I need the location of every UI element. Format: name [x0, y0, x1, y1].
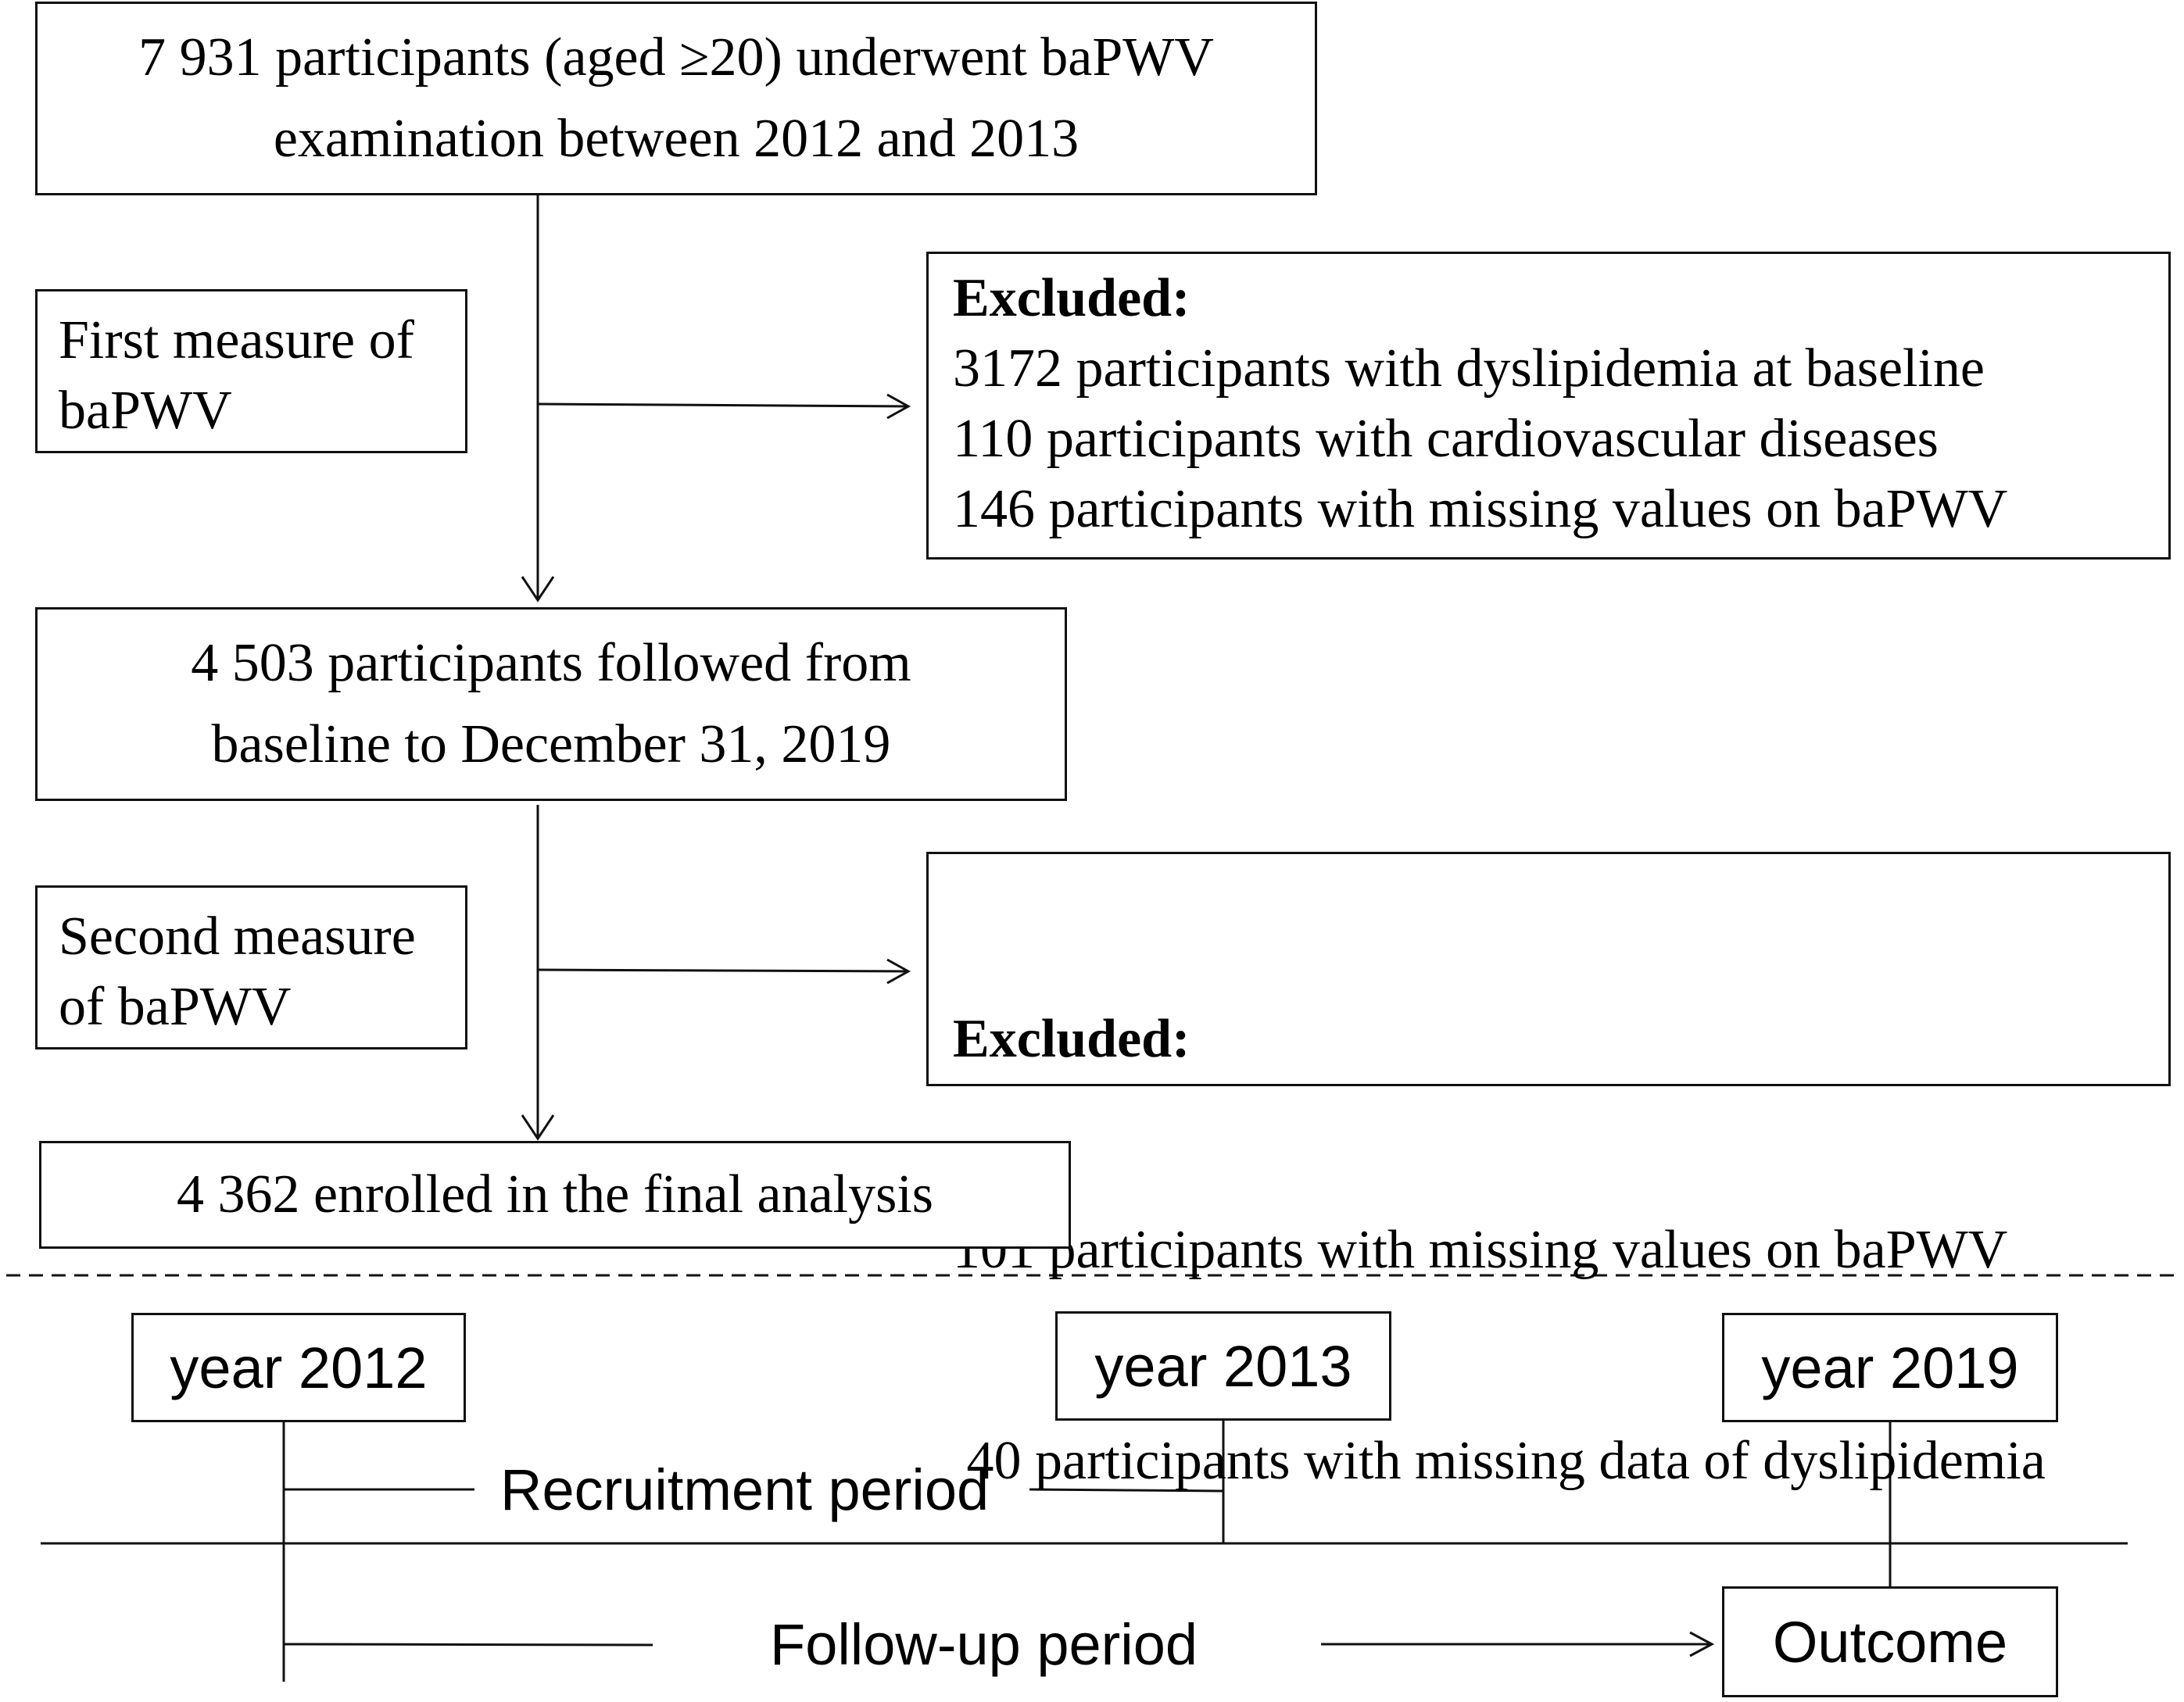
followup-line-left [283, 1643, 653, 1647]
exclusion-1-item-dyslipidemia: 3172 participants with dyslipidemia at b… [953, 338, 1985, 399]
flow-arrowhead-2 [521, 1114, 555, 1141]
exclusion-arrowhead-2 [886, 958, 911, 985]
exclusion-box-1: Excluded: 3172 participants with dyslipi… [926, 252, 2171, 560]
exclusion-2-item-missing-dyslipidemia: 40 participants with missing data of dys… [953, 1431, 2046, 1491]
exclusion-branch-2 [537, 968, 908, 973]
year-2013-label: year 2013 [1094, 1333, 1352, 1399]
exclusion-1-item-missing-bapwv: 146 participants with missing values on … [953, 479, 2008, 539]
year-2012-box: year 2012 [131, 1313, 466, 1422]
followed-participants-line-2: baseline to December 31, 2019 [211, 714, 891, 774]
exclusion-arrowhead-1 [886, 393, 911, 420]
exclusion-2-heading: Excluded: [953, 1009, 1190, 1069]
exclusion-1-item-cardiovascular: 110 participants with cardiovascular dis… [953, 409, 1939, 469]
followup-arrowhead [1689, 1631, 1715, 1657]
initial-participants-line-1: 7 931 participants (aged ≥20) underwent … [138, 27, 1214, 88]
exclusion-1-heading: Excluded: [953, 268, 1190, 328]
exclusion-box-2: Excluded: 101 participants with missing … [926, 852, 2171, 1491]
flow-arrowhead-1 [521, 576, 555, 602]
first-measure-box: First measure of baPWV [35, 289, 467, 453]
recruitment-period-label: Recruitment period [500, 1457, 990, 1522]
year-2019-box: year 2019 [1722, 1313, 2058, 1422]
first-measure-line-2: baPWV [59, 381, 232, 441]
initial-participants-box: 7 931 participants (aged ≥20) underwent … [35, 2, 1317, 195]
exclusion-2-item-missing-bapwv: 101 participants with missing values on … [953, 1220, 2008, 1280]
year-2019-label: year 2019 [1761, 1335, 2019, 1400]
year-2012-label: year 2012 [170, 1335, 428, 1400]
followed-participants-box: 4 503 participants followed from baselin… [35, 607, 1067, 801]
outcome-label: Outcome [1772, 1609, 2008, 1675]
final-analysis-box: 4 362 enrolled in the final analysis [39, 1141, 1071, 1249]
first-measure-line-1: First measure of [59, 310, 414, 370]
recruitment-line-right [1029, 1488, 1224, 1493]
followup-period-label: Follow-up period [770, 1612, 1198, 1677]
second-measure-line-1: Second measure [59, 906, 416, 967]
initial-participants-line-2: examination between 2012 and 2013 [273, 109, 1079, 169]
followed-participants-line-1: 4 503 participants followed from [191, 633, 911, 693]
year-2013-box: year 2013 [1055, 1311, 1391, 1421]
final-analysis-text: 4 362 enrolled in the final analysis [176, 1164, 934, 1225]
exclusion-branch-1 [537, 402, 908, 408]
outcome-box: Outcome [1722, 1586, 2058, 1697]
second-measure-box: Second measure of baPWV [35, 885, 467, 1049]
second-measure-line-2: of baPWV [59, 977, 292, 1037]
